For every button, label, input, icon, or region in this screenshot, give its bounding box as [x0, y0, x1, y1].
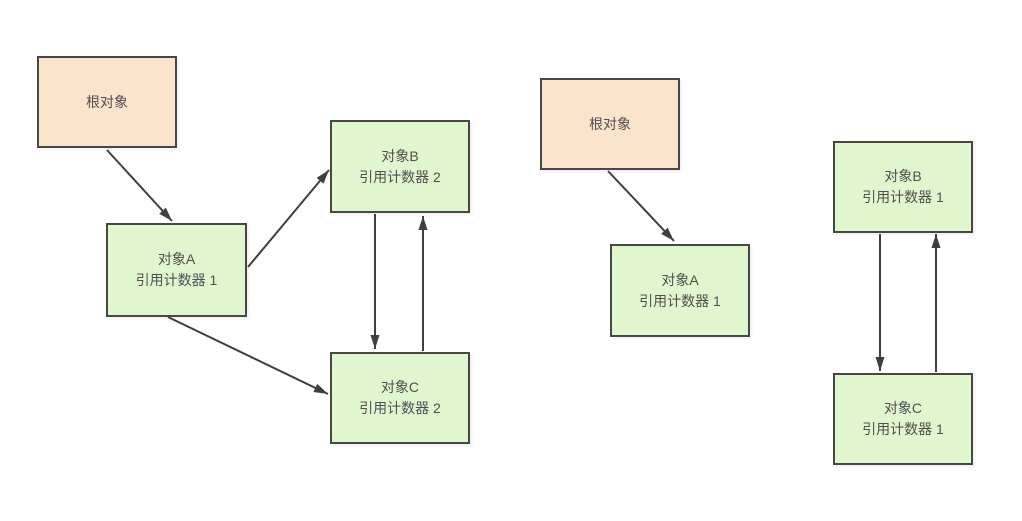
node-left-a: 对象A 引用计数器 1	[106, 223, 247, 317]
node-left-b-label-line: 引用计数器 2	[359, 168, 441, 185]
edge-left-a-to-left-b	[247, 169, 330, 268]
node-right-c-label-line: 引用计数器 1	[862, 421, 944, 437]
node-left-b-label-line: 对象B	[381, 147, 419, 164]
edge-left-root-to-left-a	[106, 149, 173, 222]
node-mid-a-label-line: 引用计数器 1	[639, 292, 721, 309]
node-left-root-label-line: 根对象	[86, 93, 128, 110]
edge-mid-root-to-mid-a	[607, 170, 675, 242]
node-mid-root-label-line: 根对象	[589, 115, 631, 132]
node-right-c: 对象C 引用计数器 1	[833, 373, 973, 465]
node-left-c-label-line: 引用计数器 2	[359, 400, 441, 416]
node-right-b-label-line: 引用计数器 1	[862, 189, 944, 205]
node-right-b: 对象B 引用计数器 1	[833, 141, 973, 233]
node-left-c: 对象C 引用计数器 2	[330, 352, 470, 444]
node-right-c-label-line: 对象C	[883, 400, 923, 416]
node-left-a-label-line: 引用计数器 1	[135, 272, 218, 288]
node-mid-a-label-line: 对象A	[661, 271, 699, 288]
node-left-b: 对象B 引用计数器 2	[330, 120, 470, 213]
node-left-a-label-line: 对象A	[157, 251, 196, 267]
node-mid-a: 对象A 引用计数器 1	[610, 244, 750, 337]
node-left-root: 根对象	[37, 56, 177, 148]
node-left-c-label-line: 对象C	[380, 379, 420, 395]
node-mid-root: 根对象	[540, 78, 680, 170]
node-right-b-label-line: 对象B	[884, 168, 922, 184]
edge-left-a-to-left-c	[167, 316, 329, 395]
